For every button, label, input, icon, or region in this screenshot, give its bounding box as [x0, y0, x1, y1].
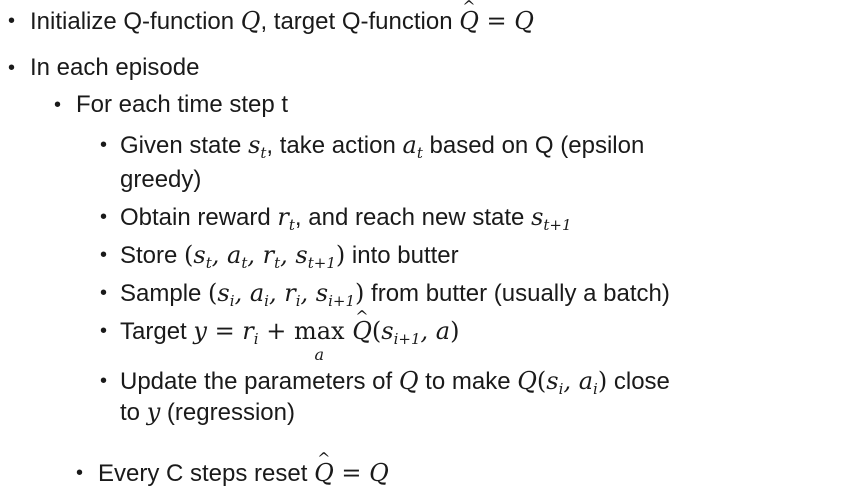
- bullet-dot: •: [100, 320, 108, 342]
- text: , and reach new state: [294, 204, 532, 231]
- text: Update the parameters of: [120, 368, 399, 395]
- bullet-reset: Every C steps reset Q = Q: [98, 444, 389, 489]
- bullet-update: Update the parameters of Q to make Q(si,…: [120, 366, 670, 397]
- bullet-update-cont: to y (regression): [120, 397, 295, 428]
- text: Target: [120, 318, 194, 345]
- math-qhat-eq-q: Q = Q: [459, 0, 534, 35]
- bullet-dot: •: [100, 370, 108, 392]
- math-y: y: [146, 398, 161, 426]
- math-q: Q: [240, 7, 261, 35]
- text: For each time step t: [76, 91, 289, 118]
- math-st1: st+1: [531, 203, 572, 234]
- bullet-dot: •: [100, 244, 108, 266]
- text: Sample: [120, 280, 209, 307]
- text: into butter: [345, 242, 459, 269]
- text: Given state: [120, 132, 249, 159]
- bullet-obtain-reward: Obtain reward rt, and reach new state st…: [120, 202, 572, 233]
- bullet-dot: •: [100, 282, 108, 304]
- bullet-dot: •: [100, 206, 108, 228]
- bullet-timestep: For each time step t: [76, 90, 288, 120]
- text: close: [607, 368, 670, 395]
- bullet-dot: •: [8, 10, 16, 32]
- text: from butter (usually a batch): [364, 280, 670, 307]
- bullet-given-state: Given state st, take action at based on …: [120, 130, 644, 161]
- bullet-initialize: Initialize Q-function Q, target Q-functi…: [30, 0, 534, 37]
- math-transition-t: (st, at, rt, st+1): [184, 241, 346, 272]
- math-q-si-ai: Q(si, ai): [517, 367, 608, 398]
- bullet-store: Store (st, at, rt, st+1) into butter: [120, 240, 459, 271]
- bullet-dot: •: [76, 462, 84, 484]
- bullet-dot: •: [54, 94, 62, 116]
- bullet-sample: Sample (si, ai, ri, si+1) from butter (u…: [120, 278, 670, 309]
- bullet-dot: •: [8, 57, 16, 79]
- text: Every C steps reset: [98, 460, 315, 487]
- math-q: Q: [398, 367, 419, 395]
- text: , take action: [266, 132, 403, 159]
- text: to make: [418, 368, 518, 395]
- math-st: st: [248, 131, 267, 162]
- text: (regression): [160, 399, 295, 426]
- text: Obtain reward: [120, 204, 278, 231]
- text: based on Q (epsilon: [422, 132, 645, 159]
- text: to: [120, 399, 147, 426]
- bullet-dot: •: [100, 134, 108, 156]
- text: Initialize Q-function: [30, 8, 241, 35]
- bullet-given-state-cont: greedy): [120, 165, 201, 195]
- text: Store: [120, 242, 185, 269]
- text: , target Q-function: [260, 8, 460, 35]
- math-rt: rt: [277, 203, 295, 234]
- text: greedy): [120, 166, 202, 193]
- math-at: at: [402, 131, 423, 162]
- math-transition-i: (si, ai, ri, si+1): [208, 279, 365, 310]
- text: In each episode: [30, 54, 200, 81]
- bullet-episode: In each episode: [30, 53, 199, 83]
- math-qhat-eq-q: Q = Q: [314, 444, 389, 487]
